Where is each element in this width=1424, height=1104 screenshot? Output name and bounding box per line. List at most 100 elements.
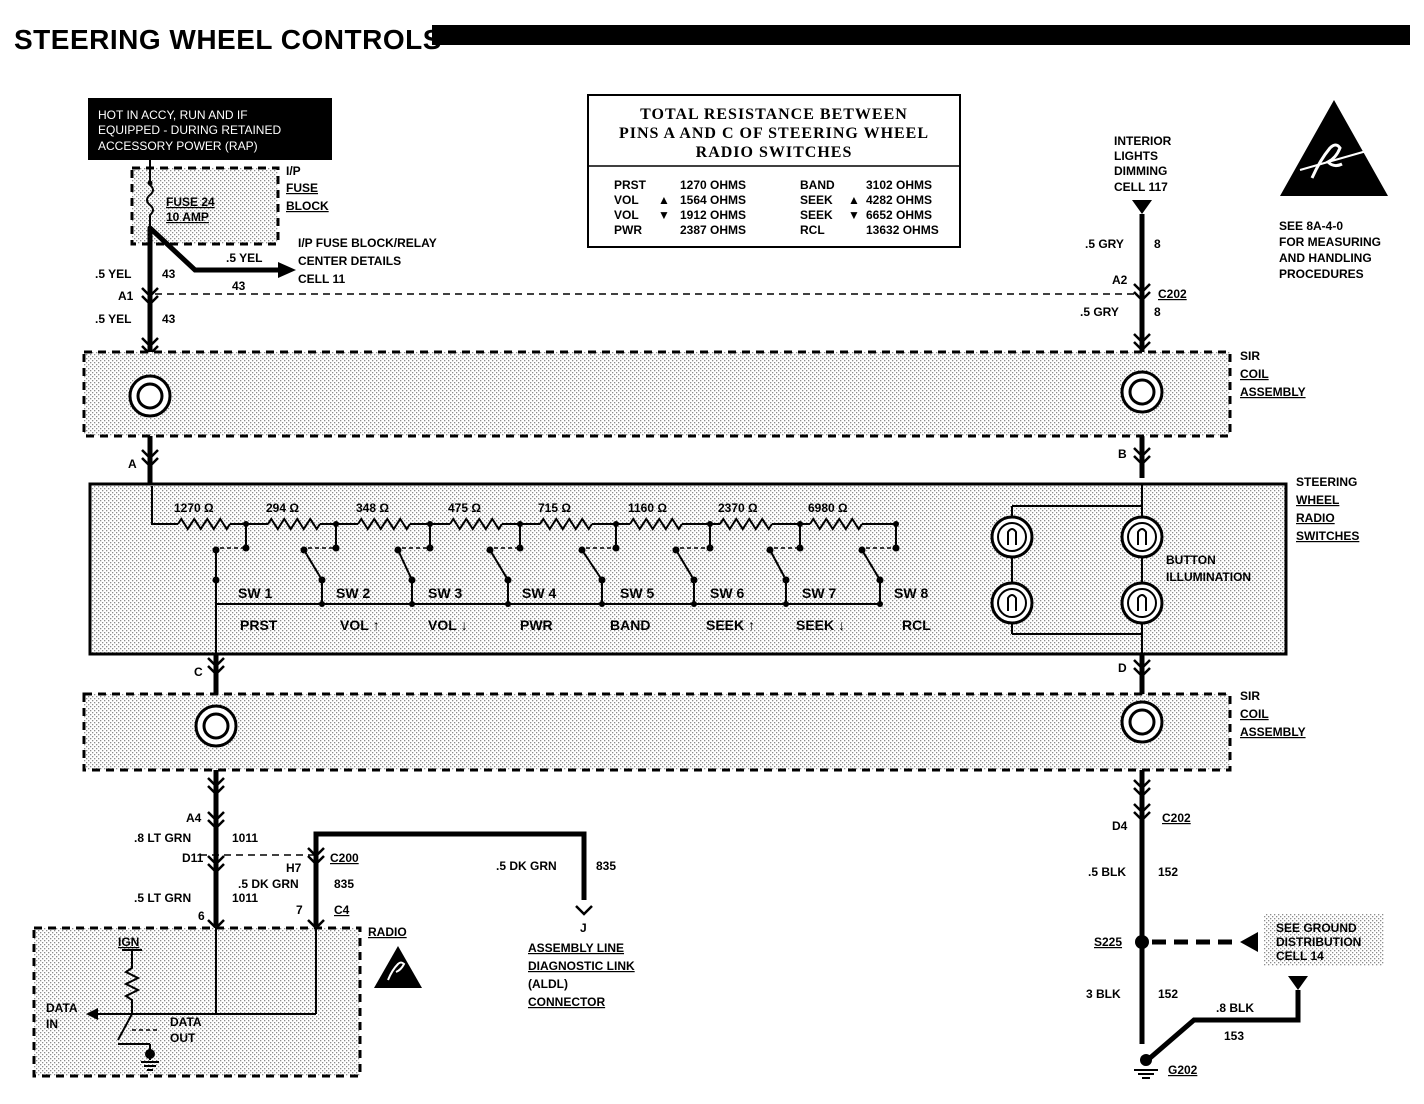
- arrow-left-icon: [86, 1008, 98, 1020]
- esd-warning-icon: [1280, 100, 1388, 196]
- pin-c: C: [194, 665, 203, 679]
- fuse-block: FUSE 24 10 AMP I/P FUSE BLOCK: [130, 164, 329, 246]
- esd-note-line2: FOR MEASURING: [1279, 235, 1381, 249]
- wire-835: [313, 831, 587, 926]
- arrow-left-icon: [1240, 932, 1258, 952]
- function-label: VOL: [428, 617, 457, 633]
- wire-label-blk-c: .8 BLK: [1216, 1001, 1254, 1015]
- sir-coil-upper: [82, 350, 1232, 438]
- conn-c202-top: C202: [1158, 287, 1187, 301]
- resistor-value: 1270 Ω: [174, 501, 214, 515]
- radio-ign: IGN: [118, 935, 139, 949]
- esd-note-line3: AND HANDLING: [1279, 251, 1372, 265]
- esd-note-line4: PROCEDURES: [1279, 267, 1364, 281]
- switch-label: SW 1: [238, 585, 272, 601]
- coil-icon: [128, 374, 172, 418]
- switch-label: SW 8: [894, 585, 928, 601]
- resistor-value: 2370 Ω: [718, 501, 758, 515]
- resistor-symbol: [449, 517, 503, 531]
- resistor-symbol: [177, 517, 231, 531]
- fuse-block-label1: I/P: [286, 164, 301, 178]
- switch-label: SW 4: [522, 585, 556, 601]
- interior-lights-line4: CELL 117: [1114, 180, 1168, 194]
- fuse-detail-line3: CELL 11: [298, 272, 345, 286]
- switch-label: SW 3: [428, 585, 462, 601]
- resistor-symbol: [539, 517, 593, 531]
- switch-label: SW 6: [710, 585, 744, 601]
- switch-label: SW 5: [620, 585, 654, 601]
- conn-pin7: 7: [296, 903, 303, 917]
- wire-circuit-835-a: 835: [334, 877, 354, 891]
- sir-upper-line3: ASSEMBLY: [1240, 385, 1306, 399]
- bulb-icon: [1120, 581, 1164, 625]
- wire-circuit-43-a: 43: [162, 267, 176, 281]
- wire-label-dkgrn-b: .5 DK GRN: [496, 859, 557, 873]
- coil-icon: [1120, 370, 1164, 414]
- wire-circuit-43-jump: 43: [232, 279, 246, 293]
- wire-label-blk-a: .5 BLK: [1088, 865, 1126, 879]
- splice-s225: [1135, 935, 1149, 949]
- conn-c200: C200: [330, 851, 359, 865]
- wire-circuit-8-b: 8: [1154, 305, 1161, 319]
- resistor-symbol: [357, 517, 411, 531]
- resistor-value: 294 Ω: [266, 501, 299, 515]
- switch-contact: [861, 549, 881, 581]
- data-in-line2: IN: [46, 1017, 58, 1031]
- table-title3: RADIO SWITCHES: [696, 144, 853, 161]
- table-cell-r-name: SEEK: [800, 193, 833, 207]
- sir-lower-line1: SIR: [1240, 689, 1260, 703]
- conn-pin6: 6: [198, 909, 205, 923]
- ground-icon: [141, 1061, 159, 1071]
- bulb-icon: [990, 581, 1034, 625]
- arrow-right-icon: [278, 262, 296, 278]
- aldl-line2: DIAGNOSTIC LINK: [528, 959, 635, 973]
- table-cell-l-value: 2387 OHMS: [680, 223, 746, 237]
- fuse-detail-line2: CENTER DETAILS: [298, 254, 401, 268]
- wire-8: [1132, 200, 1152, 365]
- function-label: SEEK: [706, 617, 744, 633]
- hot-note-line3: ACCESSORY POWER (RAP): [98, 139, 258, 153]
- sir-lower-line3: ASSEMBLY: [1240, 725, 1306, 739]
- coil-icon: [1120, 700, 1164, 744]
- fuse-block-label3: BLOCK: [286, 199, 329, 213]
- sir-lower-line2: COIL: [1240, 707, 1269, 721]
- table-title2: PINS A AND C OF STEERING WHEEL: [619, 125, 929, 142]
- hot-note-box: HOT IN ACCY, RUN AND IF EQUIPPED - DURIN…: [88, 98, 332, 160]
- table-cell-l-name: PWR: [614, 223, 642, 237]
- ground-note-line3: CELL 14: [1276, 949, 1324, 963]
- function-label: PWR: [520, 617, 553, 633]
- bulb-icon: [990, 515, 1034, 559]
- hot-note-line2: EQUIPPED - DURING RETAINED: [98, 123, 281, 137]
- wire-label-yel-a: .5 YEL: [95, 267, 131, 281]
- resistor-value: 1160 Ω: [628, 501, 667, 515]
- resistor-symbol: [267, 517, 321, 531]
- button-illum-line1: BUTTON: [1166, 553, 1216, 567]
- switch-contact: [303, 549, 323, 581]
- table-cell-r-value: 6652 OHMS: [866, 208, 932, 222]
- wire-label-yel-out: .5 YEL: [226, 251, 262, 265]
- pin-b: B: [1118, 447, 1127, 461]
- resistor-value: 475 Ω: [448, 501, 481, 515]
- table-cell-l-name: PRST: [614, 178, 647, 192]
- table-cell-l-name: VOL: [614, 208, 639, 222]
- fuse-name: FUSE 24: [166, 195, 215, 209]
- wire-label-gry-b: .5 GRY: [1080, 305, 1119, 319]
- function-label: BAND: [610, 617, 650, 633]
- table-cell-r-name: SEEK: [800, 208, 833, 222]
- function-label: VOL: [340, 617, 369, 633]
- pin-d: D: [1118, 661, 1127, 675]
- ground-g202: G202: [1168, 1063, 1198, 1077]
- fuse-detail-line1: I/P FUSE BLOCK/RELAY: [298, 236, 437, 250]
- illumination-bulbs: [990, 484, 1164, 660]
- data-out-line2: OUT: [170, 1031, 196, 1045]
- table-cell-r-value: 4282 OHMS: [866, 193, 932, 207]
- esd-warning-icon: [374, 946, 422, 988]
- conn-pin-j: J: [580, 921, 587, 935]
- conn-c202-bot: C202: [1162, 811, 1191, 825]
- fuse-block-label2: FUSE: [286, 181, 318, 195]
- wire-circuit-43-b: 43: [162, 312, 176, 326]
- sir-coil-lower: [82, 692, 1232, 772]
- radio-box: [32, 926, 362, 1078]
- wire-circuit-152-a: 152: [1158, 865, 1178, 879]
- interior-lights-line1: INTERIOR: [1114, 134, 1172, 148]
